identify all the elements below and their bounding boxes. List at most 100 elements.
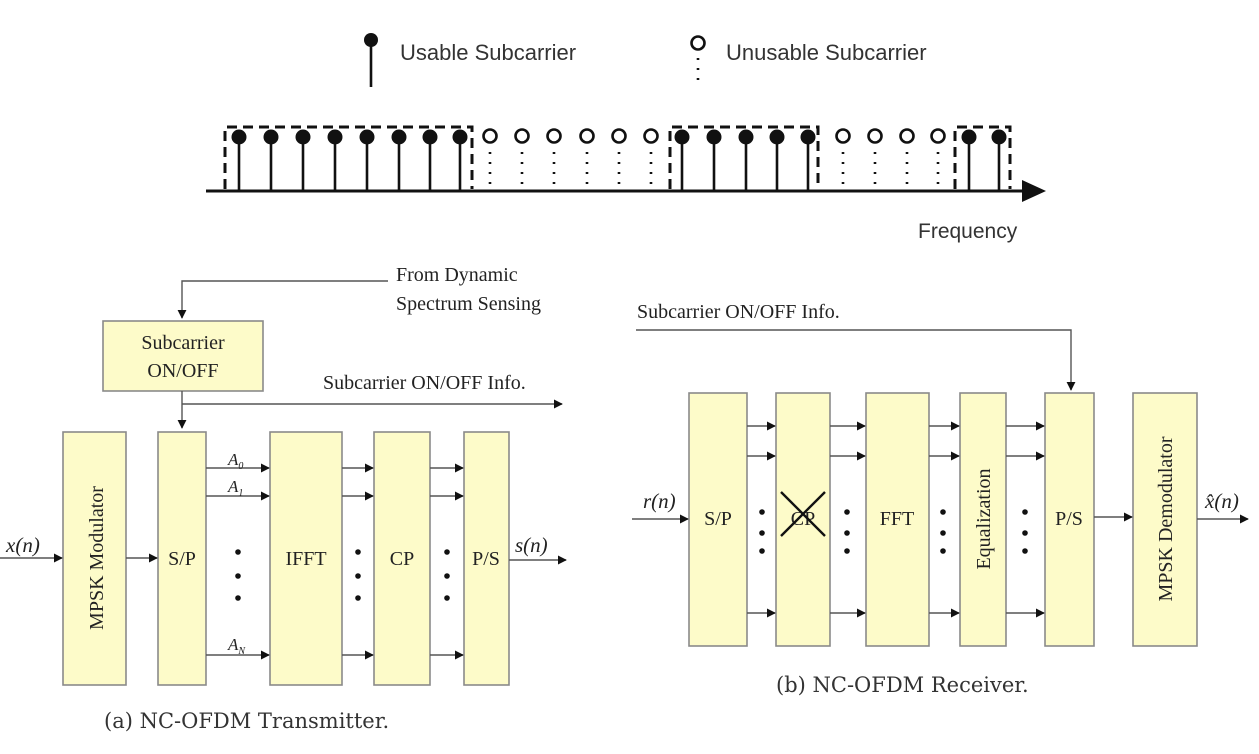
usable-subcarrier-icon [961, 129, 977, 145]
ellipsis-dot [235, 573, 241, 579]
rx-input-label: r(n) [643, 489, 676, 513]
tx-sp-block [157, 431, 207, 686]
legend-usable-label: Usable Subcarrier [400, 40, 576, 65]
sensing-label-line1: From Dynamic [396, 264, 518, 286]
ellipsis-dot [355, 549, 361, 555]
usable-subcarrier-icon [295, 129, 311, 145]
usable-subcarrier-icon [991, 129, 1007, 145]
usable-subcarrier-icon [452, 129, 468, 145]
ellipsis-dot [940, 530, 946, 536]
usable-subcarrier-icon [359, 129, 375, 145]
ellipsis-dot [759, 548, 765, 554]
subcarrier-onoff-block [102, 320, 264, 392]
ellipsis-dot [844, 509, 850, 515]
tx-parallel-arrows [206, 463, 464, 660]
usable-subcarrier-icon [391, 129, 407, 145]
onoff-block-line1: Subcarrier [141, 332, 225, 354]
transmitter-diagram: From Dynamic Spectrum Sensing Subcarrier… [0, 264, 567, 733]
legend-unusable-label: Unusable Subcarrier [726, 40, 927, 65]
unusable-subcarrier-icon [482, 128, 498, 144]
fft-label: FFT [880, 508, 914, 530]
ellipsis-dot [1022, 530, 1028, 536]
rx-output-label: x̂(n) [1204, 489, 1239, 513]
branch-label-an: AN [227, 635, 246, 657]
ellipsis-dot [355, 595, 361, 601]
ellipsis-dot [235, 595, 241, 601]
rx-info-arrow [636, 329, 1076, 391]
branch-label-a1: A1 [227, 477, 243, 499]
ellipsis-dot [355, 573, 361, 579]
frequency-axis-label: Frequency [918, 220, 1018, 243]
unusable-subcarrier-icon [579, 128, 595, 144]
usable-subcarrier-icon [674, 129, 690, 145]
usable-subcarrier-icon [231, 129, 247, 145]
unusable-subcarrier-icon [514, 128, 530, 144]
unusable-subcarrier-icon [899, 128, 915, 144]
ellipsis-dot [940, 548, 946, 554]
ellipsis-dot [759, 530, 765, 536]
sensing-input-arrow [177, 280, 388, 319]
tx-output-label: s(n) [515, 533, 548, 557]
ellipsis-dot [1022, 509, 1028, 515]
rx-caption: (b) NC-OFDM Receiver. [776, 673, 1029, 697]
rx-ps-block [1044, 392, 1095, 647]
ellipsis-dot [444, 595, 450, 601]
receiver-diagram: Subcarrier ON/OFF Info. S/P CP FFT Equal… [632, 301, 1249, 697]
ellipsis-dot [1022, 548, 1028, 554]
tx-ps-block [463, 431, 510, 686]
ellipsis-dot [940, 509, 946, 515]
usable-subcarrier-icon [422, 129, 438, 145]
tx-sp-label: S/P [168, 548, 196, 570]
ellipsis-dot [235, 549, 241, 555]
unusable-subcarrier-icon [643, 128, 659, 144]
axis-arrow-icon [1022, 180, 1046, 202]
tx-input-label: x(n) [5, 533, 40, 557]
usable-group-box [223, 125, 474, 189]
rx-sp-block [688, 392, 748, 647]
usable-subcarrier-icon [769, 129, 785, 145]
legend-usable: Usable Subcarrier [364, 33, 576, 87]
filled-circle-icon [364, 33, 378, 47]
ellipsis-dot [759, 509, 765, 515]
cp-removed-cross-icon [780, 491, 826, 537]
usable-subcarrier-icon [263, 129, 279, 145]
tx-cp-label: CP [390, 548, 414, 570]
usable-group-box [953, 125, 1012, 189]
spectrum-panel: Usable Subcarrier Unusable Subcarrier Fr… [206, 33, 1046, 243]
unusable-subcarrier-icon [546, 128, 562, 144]
subcarrier-stems [231, 128, 1007, 191]
tx-info-label: Subcarrier ON/OFF Info. [323, 372, 526, 394]
rx-ps-label: P/S [1055, 508, 1083, 530]
usable-group-box [668, 125, 820, 189]
ellipsis-dot [444, 573, 450, 579]
tx-cp-block [373, 431, 431, 686]
rx-cp-label: CP [791, 508, 815, 530]
usable-subcarrier-icon [327, 129, 343, 145]
usable-subcarrier-icon [738, 129, 754, 145]
tx-caption: (a) NC-OFDM Transmitter. [104, 709, 389, 733]
ellipsis-dot [844, 530, 850, 536]
onoff-block-line2: ON/OFF [147, 360, 218, 382]
rx-info-label: Subcarrier ON/OFF Info. [637, 301, 840, 323]
mpsk-demodulator-label: MPSK Demodulator [1155, 436, 1177, 601]
rx-parallel-arrows [747, 421, 1045, 618]
fft-block [865, 392, 930, 647]
mpsk-modulator-label: MPSK Modulator [86, 486, 108, 630]
equalization-label: Equalization [973, 468, 995, 569]
ifft-block [269, 431, 343, 686]
usable-subcarrier-icon [706, 129, 722, 145]
legend-unusable: Unusable Subcarrier [690, 35, 927, 82]
unusable-subcarrier-icon [835, 128, 851, 144]
tx-ps-label: P/S [472, 548, 500, 570]
hollow-circle-icon [690, 35, 706, 51]
ellipsis-dot [444, 549, 450, 555]
mpsk-demodulator-block [1132, 392, 1198, 647]
sensing-label-line2: Spectrum Sensing [396, 293, 541, 315]
mpsk-modulator-block [62, 431, 127, 686]
unusable-subcarrier-icon [867, 128, 883, 144]
ifft-label: IFFT [285, 548, 326, 570]
equalization-block [959, 392, 1007, 647]
unusable-subcarrier-icon [930, 128, 946, 144]
branch-label-a0: A0 [227, 450, 243, 472]
